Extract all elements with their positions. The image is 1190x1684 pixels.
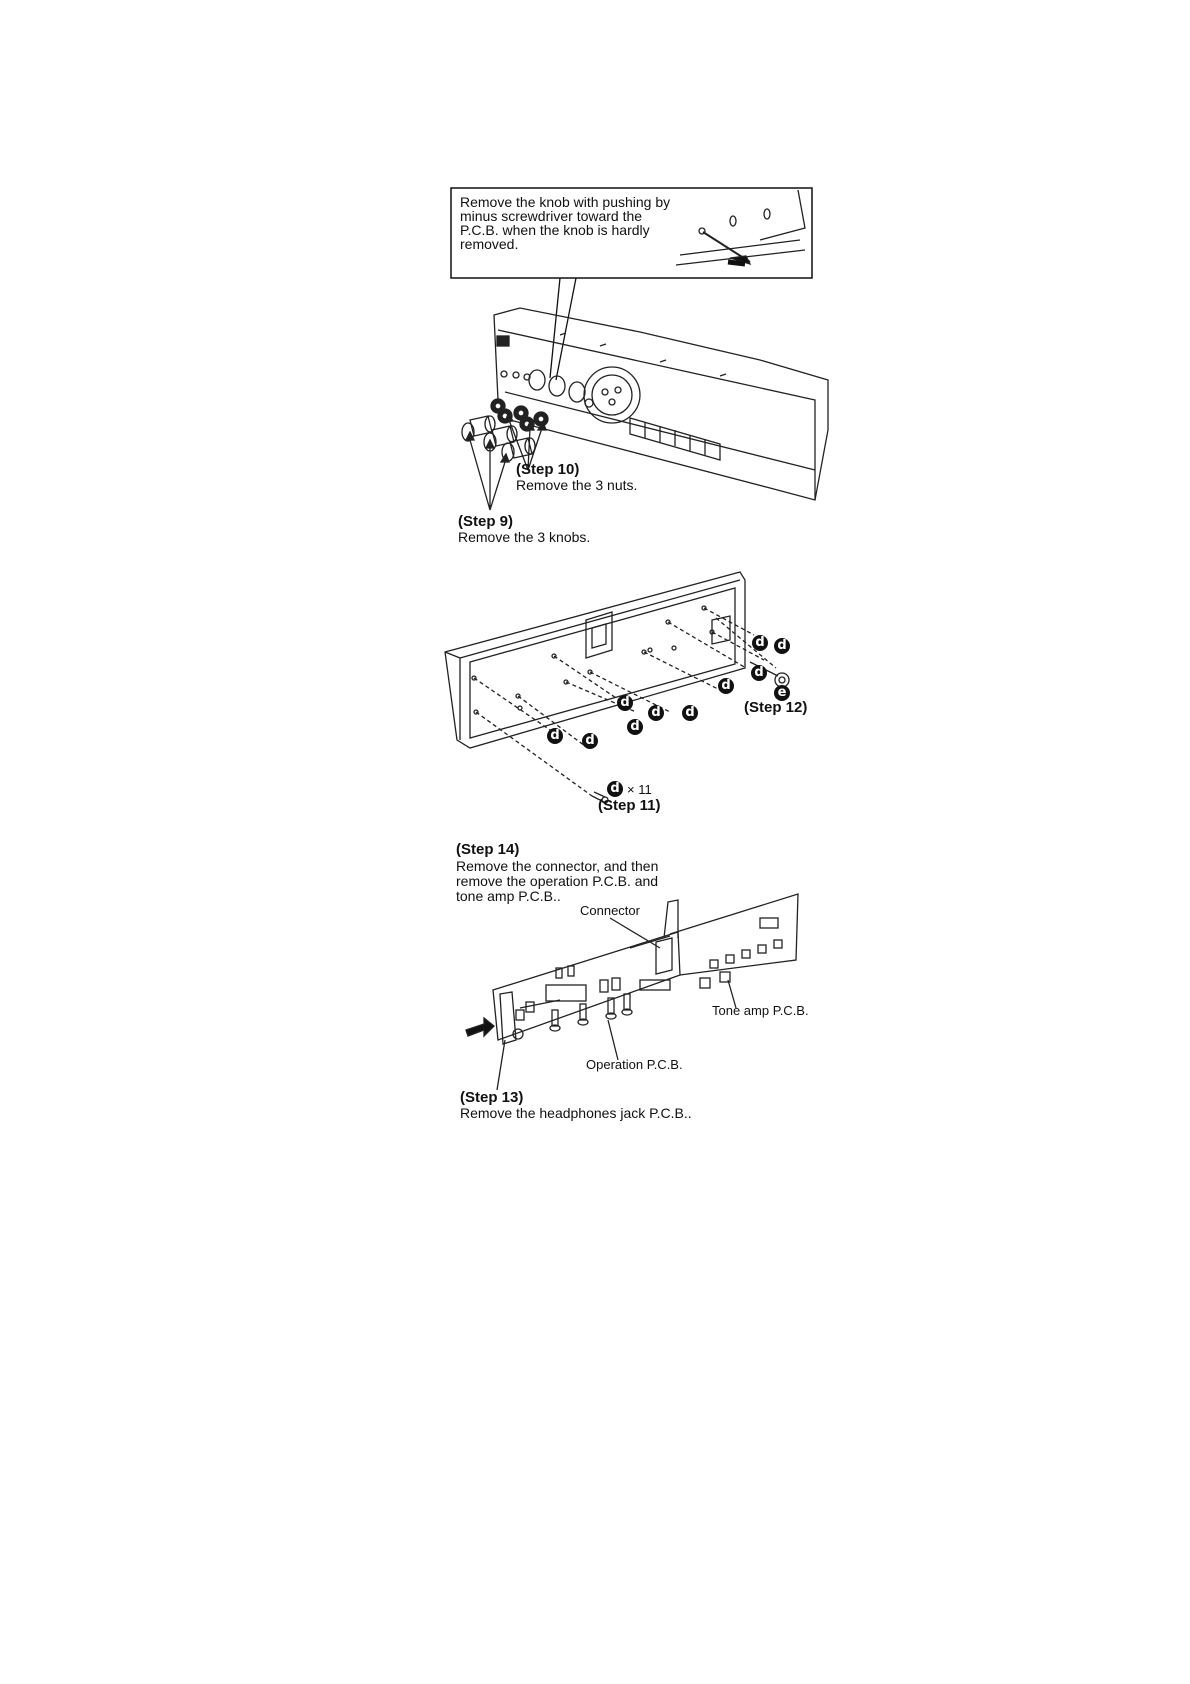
screw-d-marker: d xyxy=(752,635,768,651)
step13-title: (Step 13) xyxy=(460,1089,524,1106)
screw-d-marker: d xyxy=(547,728,563,744)
nuts xyxy=(490,398,549,432)
front-panel-knob-illustration xyxy=(450,187,829,511)
screw-d-marker: d xyxy=(582,733,598,749)
step10-title: (Step 10) xyxy=(516,461,580,478)
screw-leader-lines xyxy=(473,607,777,797)
rear-panel-screw-illustration xyxy=(444,571,790,804)
screw-d-marker: d xyxy=(627,719,643,735)
screw-d-illustration xyxy=(591,791,609,804)
step11-title: (Step 11) xyxy=(598,797,661,814)
step14-desc-line1: Remove the connector, and then xyxy=(456,858,659,874)
step10-arrows xyxy=(504,412,547,471)
removal-arrow xyxy=(465,1016,495,1038)
screw-holes xyxy=(471,605,715,715)
step9-desc: Remove the 3 knobs. xyxy=(458,529,591,545)
callout-text: Remove the knob with pushing by minus sc… xyxy=(460,194,671,252)
headphones-jack-pcb xyxy=(499,991,517,1045)
step9-arrows xyxy=(464,430,510,511)
front-panel-body xyxy=(493,307,829,501)
step12-title: (Step 12) xyxy=(744,699,808,716)
step11-count: × 11 xyxy=(627,782,652,797)
step9-title: (Step 9) xyxy=(458,513,514,530)
screw-d-marker: d xyxy=(682,705,698,721)
screw-d-marker: d xyxy=(607,781,623,797)
pcb-shafts xyxy=(549,993,633,1032)
screw-d-marker: d xyxy=(718,678,734,694)
step14-desc-line2: remove the operation P.C.B. and xyxy=(456,873,659,889)
pcb-components xyxy=(515,917,783,1021)
connector-label: Connector xyxy=(580,903,640,918)
step14-title: (Step 14) xyxy=(456,841,520,858)
screw-d-marker: d xyxy=(774,638,790,654)
step14-desc-line3: tone amp P.C.B.. xyxy=(456,888,561,904)
screw-e-marker: e xyxy=(774,685,790,701)
screw-d-marker: d xyxy=(648,705,664,721)
tone-amp-pcb xyxy=(669,893,799,976)
operation-pcb-label: Operation P.C.B. xyxy=(586,1057,683,1072)
pcb-removal-illustration xyxy=(465,893,799,1091)
screw-d-marker: d xyxy=(617,695,633,711)
step13-desc: Remove the headphones jack P.C.B.. xyxy=(460,1105,692,1121)
tone-amp-pcb-label: Tone amp P.C.B. xyxy=(712,1003,809,1018)
screw-d-marker: d xyxy=(751,665,767,681)
screwdriver-inset-illustration xyxy=(675,189,806,267)
step10-desc: Remove the 3 nuts. xyxy=(516,477,638,493)
callout-box xyxy=(450,187,813,279)
